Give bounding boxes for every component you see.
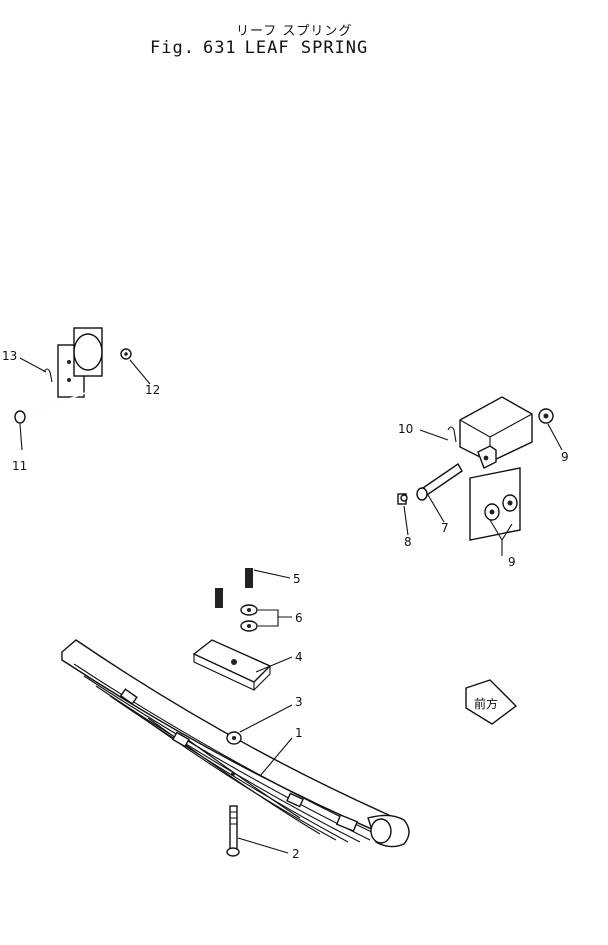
front-bracket — [57, 327, 103, 398]
callout-11: 11 — [12, 459, 27, 473]
spring-eye — [367, 814, 410, 848]
u-bolt-nuts — [240, 604, 258, 632]
title-english: LEAF SPRING — [244, 38, 369, 58]
rear-shackle — [459, 396, 533, 469]
fig-label: Fig. — [150, 38, 195, 58]
u-bolt — [215, 508, 253, 608]
callout-2: 2 — [292, 847, 300, 861]
rear-shackle-plate — [469, 467, 521, 541]
center-bolt — [226, 805, 240, 857]
callout-5: 5 — [293, 572, 301, 586]
fig-number: 631 — [202, 38, 237, 58]
front-washer — [120, 348, 132, 360]
callout-9-bottom: 9 — [508, 555, 516, 569]
callout-13: 13 — [2, 349, 17, 363]
spring-seat — [192, 639, 272, 691]
callout-1: 1 — [295, 726, 303, 740]
callout-3: 3 — [295, 695, 303, 709]
rear-cotter-pin — [447, 426, 457, 443]
leader-lines — [19, 357, 563, 854]
front-pin — [14, 391, 89, 424]
callout-9-top: 9 — [561, 450, 569, 464]
direction-marker-text: 前方 — [474, 696, 498, 711]
title-japanese: リーフ スプリング — [236, 24, 353, 39]
callout-12: 12 — [145, 383, 160, 397]
callout-10: 10 — [398, 422, 413, 436]
rear-washer-top — [538, 408, 554, 424]
center-nut — [226, 731, 242, 745]
figure-title: Fig. 631 LEAF SPRING — [150, 38, 376, 58]
callout-6: 6 — [295, 611, 303, 625]
front-direction-marker: 前方 — [465, 679, 518, 725]
grease-fitting — [397, 493, 408, 505]
callout-8: 8 — [404, 535, 412, 549]
shackle-pin — [416, 462, 463, 501]
callout-7: 7 — [441, 521, 449, 535]
callout-4: 4 — [295, 650, 303, 664]
